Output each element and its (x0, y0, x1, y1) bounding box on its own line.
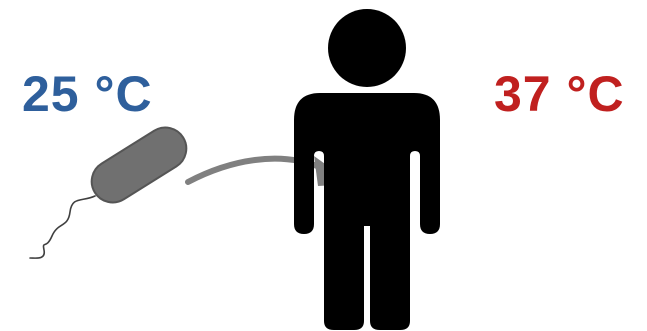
bacterium-icon (30, 120, 194, 259)
flagellum (30, 196, 95, 258)
human-body (294, 93, 440, 330)
bacterium-body (84, 120, 194, 211)
human-head (328, 9, 406, 87)
